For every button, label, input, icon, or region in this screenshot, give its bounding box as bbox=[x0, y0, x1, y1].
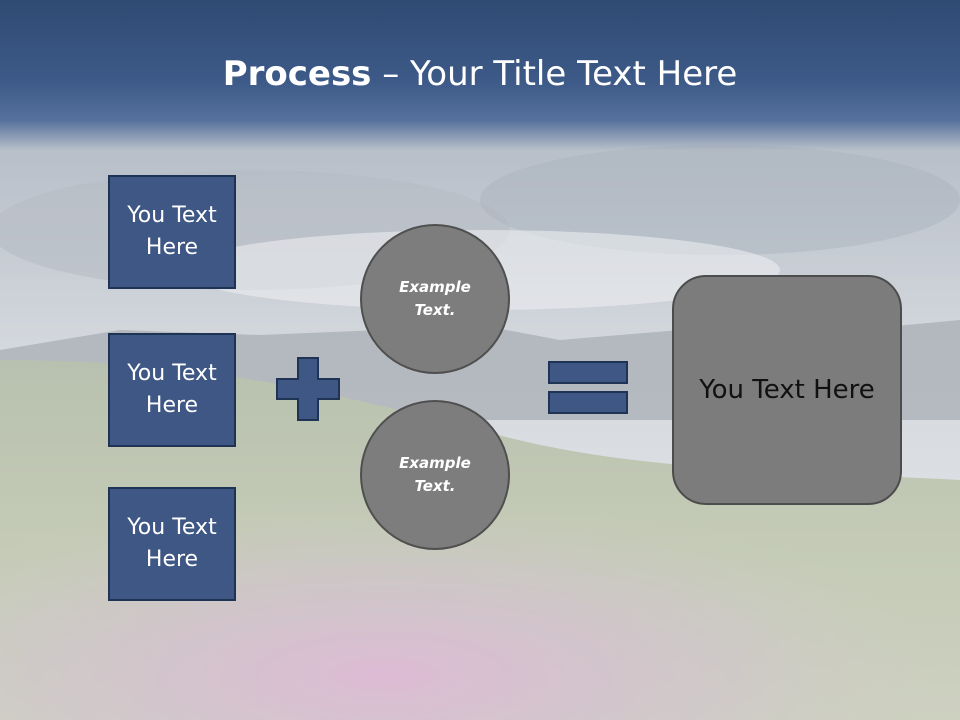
text-box-1[interactable]: You Text Here bbox=[108, 175, 236, 289]
text-box-3[interactable]: You Text Here bbox=[108, 487, 236, 601]
result-box-label: You Text Here bbox=[699, 375, 875, 405]
result-box[interactable]: You Text Here bbox=[672, 275, 902, 505]
title-bar bbox=[0, 0, 960, 150]
title-bold-text: Process bbox=[222, 54, 372, 94]
text-box-1-label: You Text Here bbox=[127, 203, 217, 260]
equals-icon bbox=[548, 361, 628, 414]
example-circle-1[interactable]: Example Text. bbox=[360, 224, 510, 374]
text-box-2[interactable]: You Text Here bbox=[108, 333, 236, 447]
title-rest-text: – Your Title Text Here bbox=[371, 54, 738, 94]
example-circle-2-label: Example Text. bbox=[399, 454, 471, 495]
text-box-3-label: You Text Here bbox=[127, 515, 217, 572]
plus-icon bbox=[276, 357, 340, 421]
example-circle-1-label: Example Text. bbox=[399, 278, 471, 319]
example-circle-2[interactable]: Example Text. bbox=[360, 400, 510, 550]
slide-title[interactable]: Process – Your Title Text Here bbox=[0, 50, 960, 98]
text-box-2-label: You Text Here bbox=[127, 361, 217, 418]
